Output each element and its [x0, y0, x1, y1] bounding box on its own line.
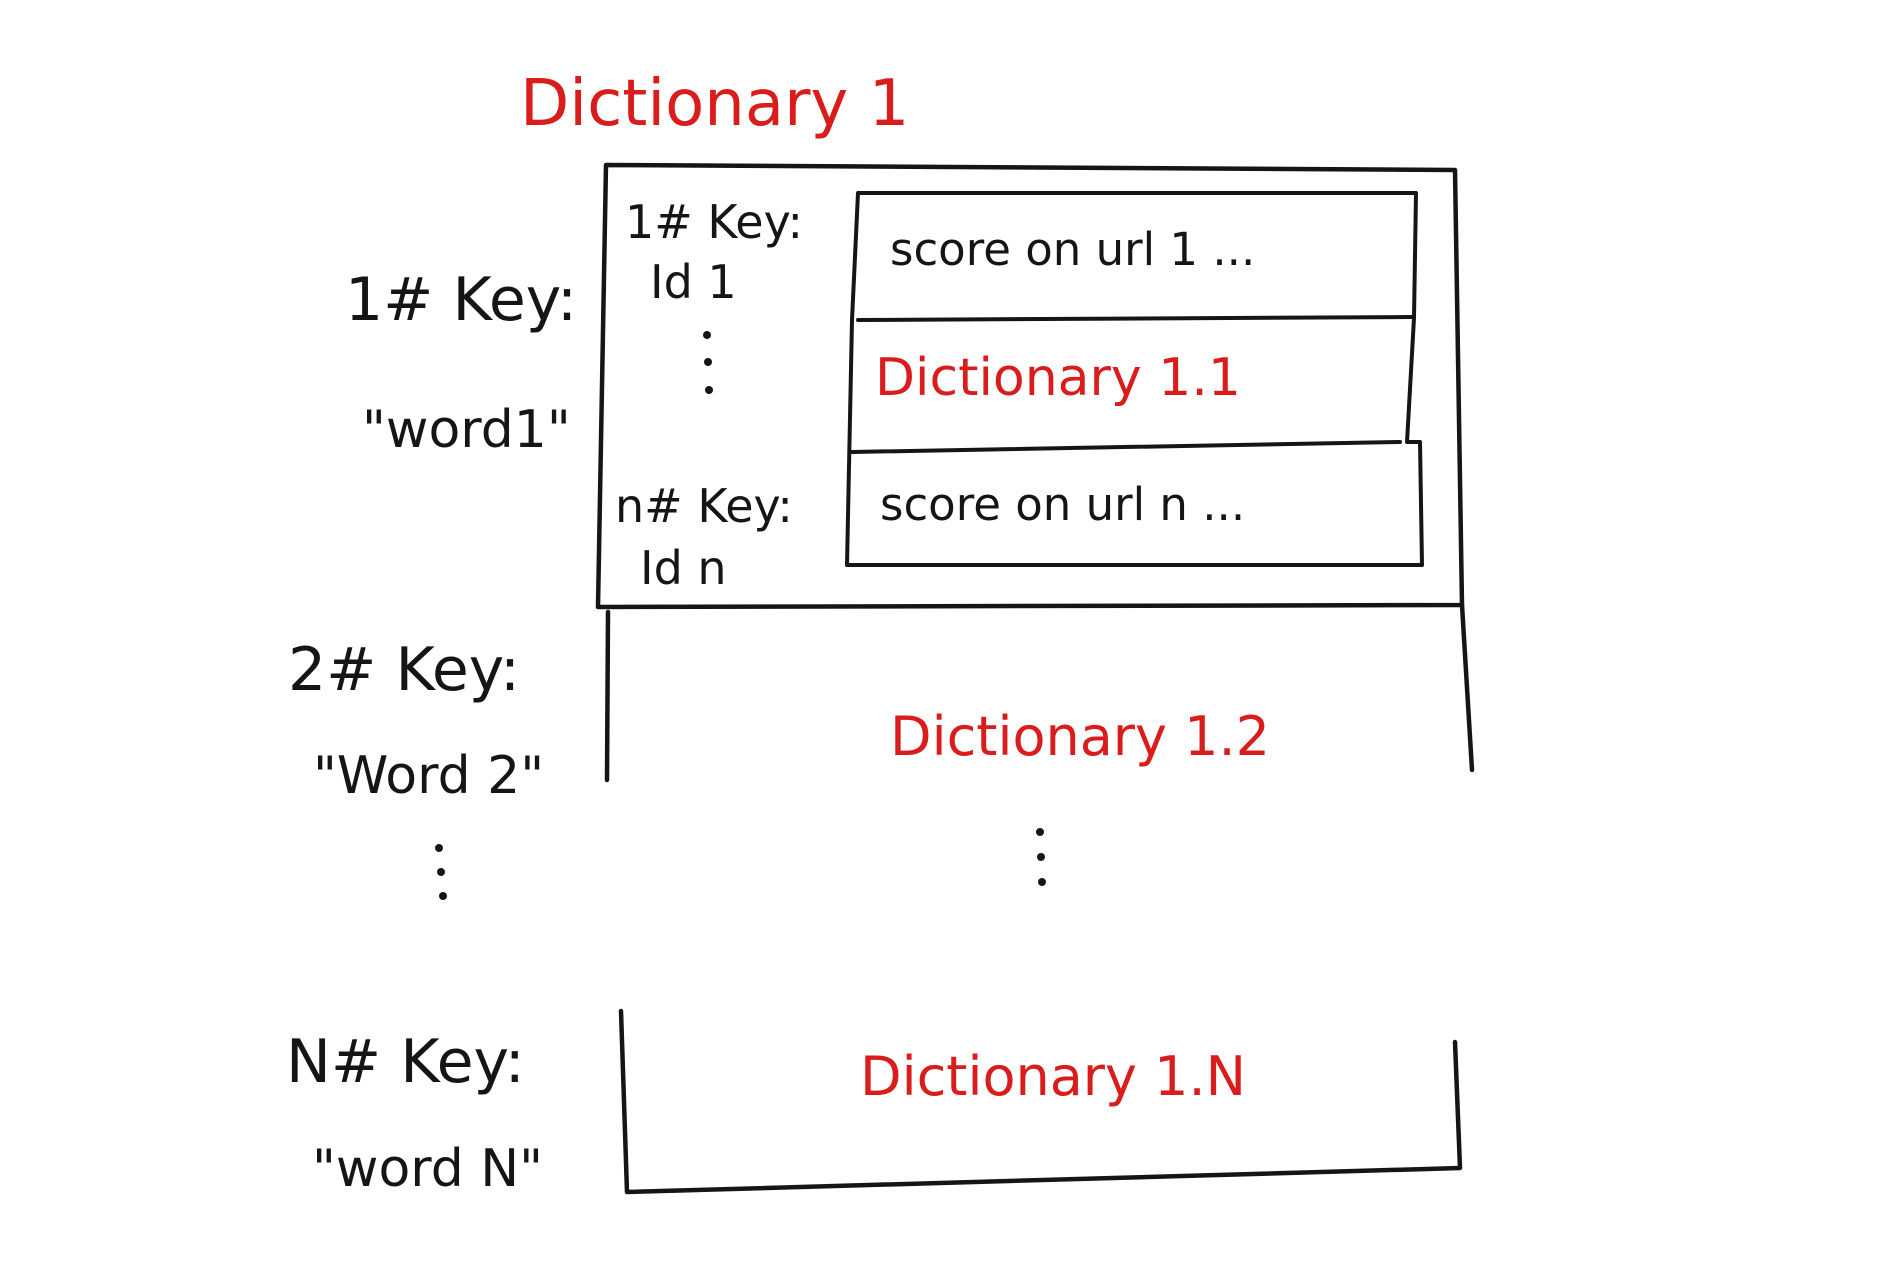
inner-key-n: n# Key: — [615, 479, 793, 533]
cell-score-url-1: score on url 1 ... — [890, 223, 1255, 276]
inner-divider-2 — [850, 440, 1402, 454]
outer-ellipsis-dots — [435, 844, 447, 900]
dictionary-1-2: Dictionary 1.2 — [890, 705, 1270, 768]
dictionary-1-N: Dictionary 1.N — [860, 1045, 1246, 1108]
outer-box-wordN — [618, 1008, 1463, 1195]
outer-key-1: 1# Key: — [345, 265, 577, 335]
inner-id-n: Id n — [640, 541, 727, 595]
cell-dictionary-1-1: Dictionary 1.1 — [875, 348, 1241, 408]
outer-key-2: 2# Key: — [288, 635, 520, 705]
inner-id-1: Id 1 — [650, 255, 737, 309]
cell-score-url-n: score on url n ... — [880, 478, 1245, 531]
middle-ellipsis-dots — [1036, 828, 1046, 886]
diagram-title: Dictionary 1 — [520, 67, 909, 141]
inner-divider-1 — [856, 315, 1414, 322]
outer-box-word2 — [604, 602, 1475, 783]
outer-word-N: "word N" — [312, 1139, 543, 1199]
outer-word-1: "word1" — [362, 400, 571, 460]
inner-key-1: 1# Key: — [625, 195, 803, 249]
inner-ellipsis-dots — [703, 331, 713, 394]
outer-key-N: N# Key: — [286, 1027, 525, 1097]
inner-box — [845, 191, 1424, 567]
outer-word-2: "Word 2" — [313, 746, 544, 806]
